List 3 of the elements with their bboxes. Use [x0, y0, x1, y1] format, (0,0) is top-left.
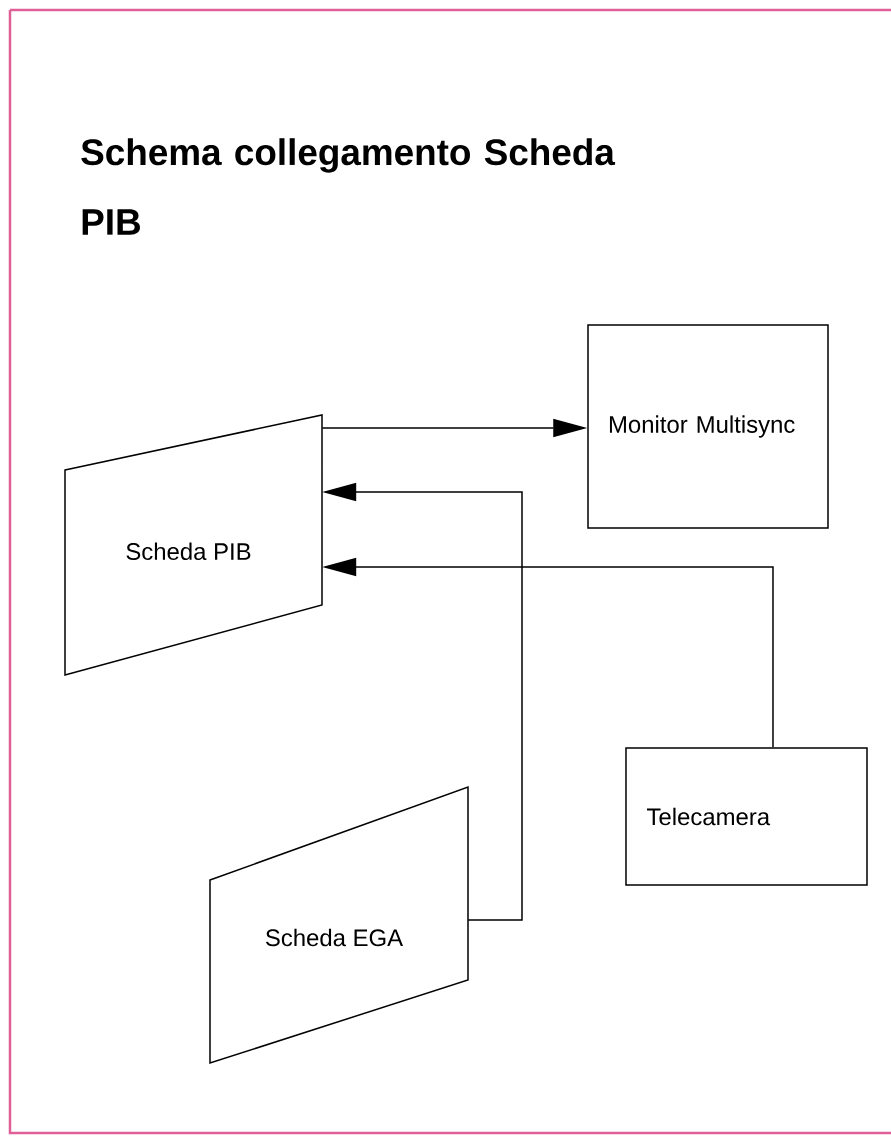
device-box: Monitor Multisync	[587, 324, 829, 529]
title: Schema collegamento Scheda PIB	[81, 138, 616, 235]
device-box: Telecamera	[625, 747, 868, 886]
